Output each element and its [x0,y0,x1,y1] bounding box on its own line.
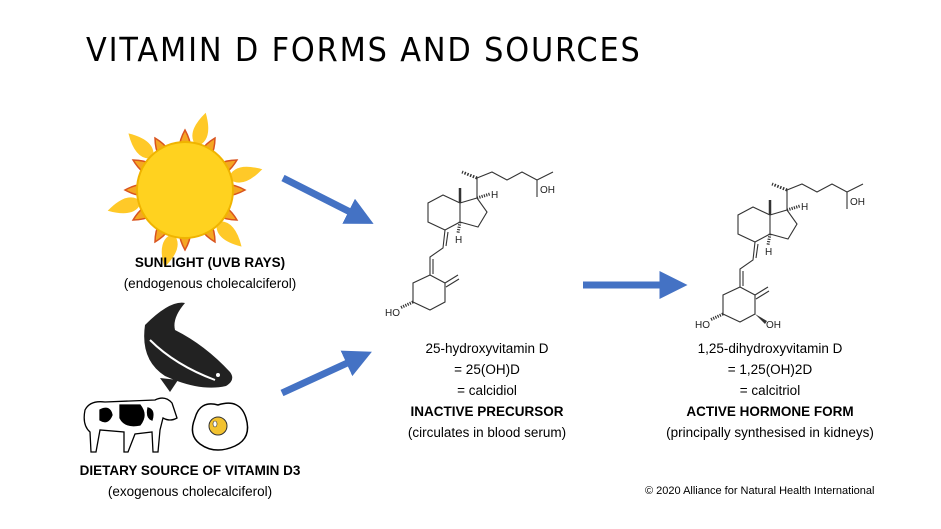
sunlight-heading: SUNLIGHT (UVB RAYS) [134,255,286,270]
svg-text:H: H [765,247,772,258]
svg-text:H: H [491,190,498,201]
svg-text:HO: HO [385,308,400,319]
dietary-heading: DIETARY SOURCE OF VITAMIN D3 [79,463,301,478]
hormone-formula: = 1,25(OH)2D [727,362,813,377]
arrow-diet-to-precursor [280,350,372,397]
precursor-formula: = 25(OH)D [454,362,520,377]
precursor-caption: 25-hydroxyvitamin D = 25(OH)D = calcidio… [367,338,607,443]
fish-icon [144,302,233,392]
hormone-note: (principally synthesised in kidneys) [666,425,874,440]
svg-text:H: H [455,235,462,246]
arrow-sunlight-to-precursor [281,174,374,224]
copyright-footer: © 2020 Alliance for Natural Health Inter… [645,485,875,497]
svg-text:OH: OH [540,185,555,196]
precursor-alias: = calcidiol [457,383,517,398]
page-title: VITAMIN D FORMS AND SOURCES [86,30,642,69]
hormone-name: 1,25-dihydroxyvitamin D [697,341,843,356]
sunlight-caption: SUNLIGHT (UVB RAYS) (endogenous cholecal… [100,252,320,294]
precursor-note: (circulates in blood serum) [407,425,567,440]
wedge-bond [755,314,767,324]
calcitriol-atom-labels: OH H H HO OH [695,197,865,331]
calcidiol-atom-labels: OH H H HO [385,185,555,319]
dietary-caption: DIETARY SOURCE OF VITAMIN D3 (exogenous … [40,460,340,502]
svg-text:OH: OH [766,320,781,331]
calcitriol-structure [708,182,865,324]
svg-text:HO: HO [695,320,710,331]
precursor-status: INACTIVE PRECURSOR [410,404,564,419]
hormone-alias: = calcitriol [739,383,801,398]
calcidiol-structure [399,170,554,311]
svg-text:OH: OH [850,197,865,208]
cow-icon [83,397,178,453]
egg-icon [191,402,249,451]
sun-icon [107,112,263,268]
precursor-name: 25-hydroxyvitamin D [425,341,549,356]
sunlight-sub: (endogenous cholecalciferol) [123,276,297,291]
hormone-status: ACTIVE HORMONE FORM [686,404,854,419]
hormone-caption: 1,25-dihydroxyvitamin D = 1,25(OH)2D = c… [640,338,900,443]
dietary-sub: (exogenous cholecalciferol) [107,484,273,499]
svg-text:H: H [801,202,808,213]
